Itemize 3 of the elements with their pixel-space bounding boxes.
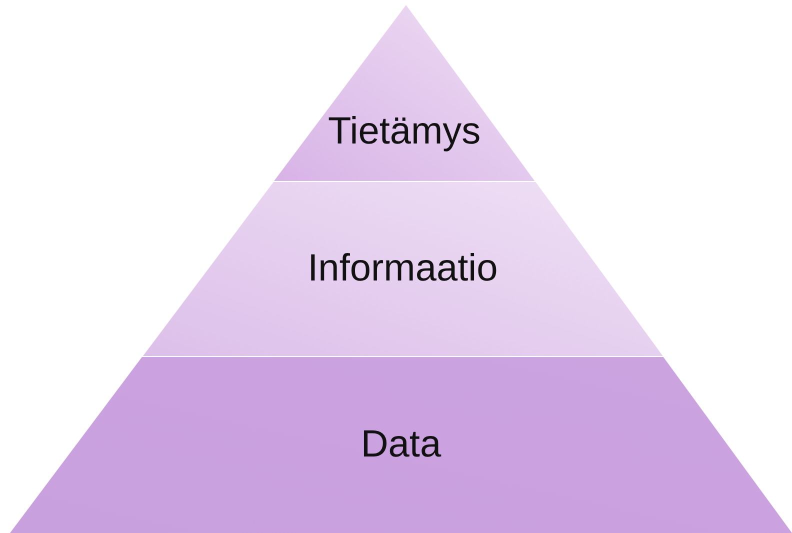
tier-label: Informaatio bbox=[308, 248, 498, 290]
tier-label: Data bbox=[360, 424, 442, 466]
tier-label: Tietämys bbox=[328, 110, 481, 154]
